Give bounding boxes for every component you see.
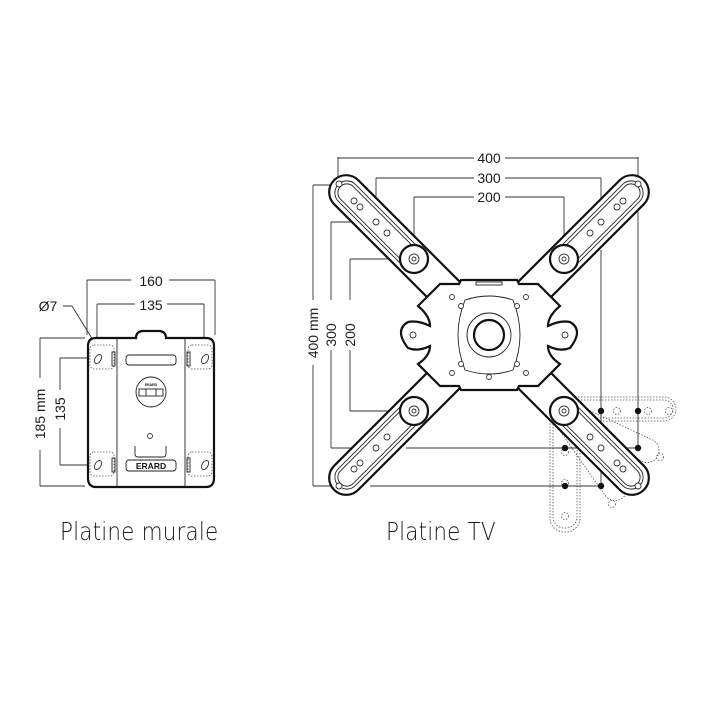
dim-width-200: 200 — [477, 189, 501, 205]
dim-width-400: 400 — [477, 150, 501, 166]
dim-width-160: 160 — [139, 273, 163, 289]
dim-height-300: 300 — [323, 323, 339, 347]
erard-brand-label: ERARD — [136, 461, 166, 471]
dim-height-400: 400 mm — [305, 308, 321, 359]
dim-height-135: 135 — [52, 397, 68, 421]
dim-width-135: 135 — [139, 297, 163, 313]
wall-plate-drawing: ERARD ERARD 160 135 Ø7 185 mm 135 — [32, 273, 216, 489]
dim-width-300: 300 — [477, 170, 501, 186]
dim-hole-diameter: Ø7 — [39, 298, 58, 314]
dim-height-185: 185 mm — [32, 389, 48, 440]
dim-height-200: 200 — [342, 323, 358, 347]
wall-plate-caption: Platine murale — [60, 517, 219, 546]
tv-plate-caption: Platine TV — [386, 517, 496, 546]
tv-plate-drawing: 400 300 200 400 mm 300 200 — [305, 150, 677, 533]
tv-plate-arms — [328, 174, 650, 496]
level-brand-label: ERARD — [145, 383, 158, 387]
